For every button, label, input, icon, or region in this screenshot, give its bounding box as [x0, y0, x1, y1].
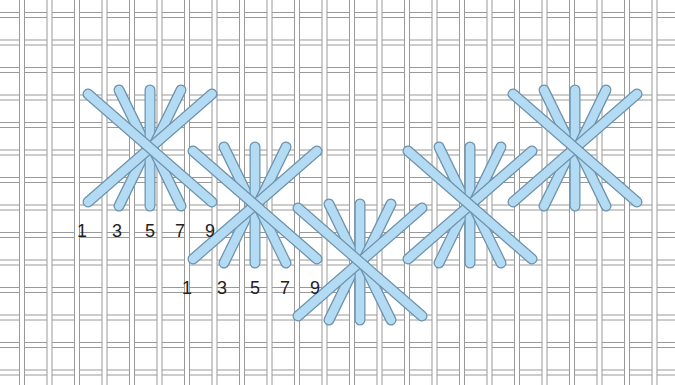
- canvas-thread: [432, 0, 437, 385]
- canvas-thread: [157, 0, 162, 385]
- canvas-thread: [350, 0, 355, 385]
- stitch-outline: [513, 94, 637, 202]
- canvas-thread: [322, 0, 327, 385]
- stitch-outline: [513, 94, 637, 202]
- canvas-thread: [212, 0, 217, 385]
- canvas-thread: [295, 0, 300, 385]
- stitch-order-number: 1: [77, 222, 87, 240]
- stitch: [513, 94, 637, 202]
- stitch-order-number: 7: [280, 279, 290, 297]
- canvas-thread: [570, 0, 575, 385]
- stitch-order-number: 9: [310, 279, 320, 297]
- canvas-thread: [652, 0, 657, 385]
- canvas-thread: [405, 0, 410, 385]
- stitch-order-number: 1: [182, 279, 192, 297]
- canvas-thread: [75, 0, 80, 385]
- stitch-order-number: 9: [205, 222, 215, 240]
- stitch-order-number: 5: [145, 222, 155, 240]
- canvas-thread: [47, 0, 52, 385]
- stitch-order-number: 7: [175, 222, 185, 240]
- stitch-order-number: 3: [112, 222, 122, 240]
- stitch-order-number: 3: [217, 279, 227, 297]
- canvas-thread: [377, 0, 382, 385]
- stitch-order-number: 5: [250, 279, 260, 297]
- canvas-thread: [20, 0, 25, 385]
- canvas-thread: [185, 0, 190, 385]
- stitch-unit: [513, 90, 637, 206]
- stitch: [513, 94, 637, 202]
